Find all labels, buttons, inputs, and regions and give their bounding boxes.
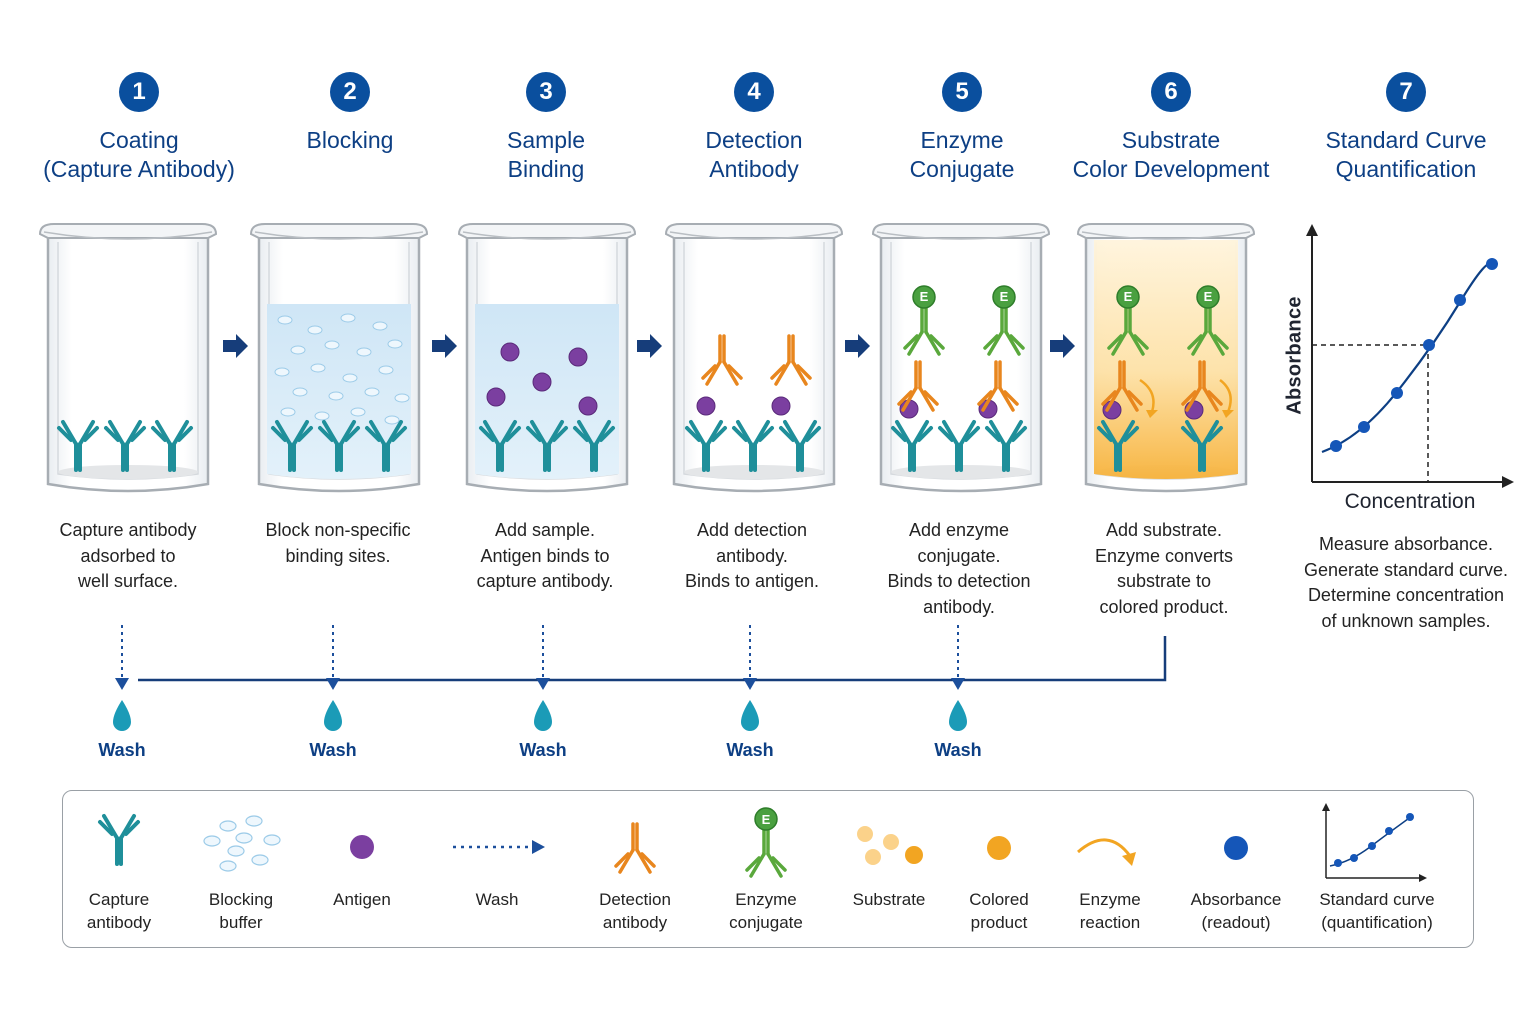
step-number-badge: 5 xyxy=(942,72,982,112)
wash-flow xyxy=(138,636,1167,682)
enzyme-letter: E xyxy=(762,812,771,827)
step-4-description: Add detection antibody. Binds to antigen… xyxy=(684,520,820,592)
step-2-description: Block non-specific binding sites. xyxy=(265,520,411,566)
standard-curve-icon xyxy=(1322,803,1427,882)
curve-point xyxy=(1454,294,1466,306)
wash-label: Wash xyxy=(309,740,357,760)
enzyme-letter: E xyxy=(1124,289,1133,304)
wash-label: Wash xyxy=(519,740,567,760)
antigens xyxy=(486,342,1204,420)
step-number-badge: 6 xyxy=(1151,72,1191,112)
capture-antibodies xyxy=(57,420,1223,472)
enzyme-letters: E E E E xyxy=(920,289,1213,304)
legend-label: Wash xyxy=(475,890,519,909)
substrate-icon xyxy=(857,826,923,865)
curve-point xyxy=(1330,440,1342,452)
step-5-header: 5 Enzyme Conjugate xyxy=(857,72,1067,184)
legend xyxy=(62,790,1474,948)
step-title: Coating (Capture Antibody) xyxy=(43,127,235,182)
step-2-header: 2 Blocking xyxy=(245,72,455,155)
colored-product-icon xyxy=(987,836,1011,860)
legend-label: Colored product xyxy=(969,890,1029,932)
graph-y-label: Absorbance xyxy=(1283,296,1306,415)
legend-label: Capture antibody xyxy=(86,890,152,932)
legend-label: Blocking buffer xyxy=(208,890,274,932)
legend-label: Standard curve (quantification) xyxy=(1319,890,1435,932)
well-6 xyxy=(1076,222,1256,493)
step-7-header: 7 Standard Curve Quantification xyxy=(1301,72,1511,184)
legend-label: Enzyme reaction xyxy=(1079,890,1141,932)
step-title: Blocking xyxy=(306,127,394,153)
wash-label: Wash xyxy=(98,740,146,760)
enzyme-letter: E xyxy=(1204,289,1213,304)
wash-arrow-heads xyxy=(115,678,965,690)
curve-point xyxy=(1358,421,1370,433)
blocking-buffer xyxy=(274,313,410,425)
step-1-header: 1 Coating (Capture Antibody) xyxy=(34,72,244,184)
step-title: Standard Curve Quantification xyxy=(1325,127,1487,182)
water-drop-icon xyxy=(949,700,967,731)
wash-label: Wash xyxy=(726,740,774,760)
step-arrow-icon xyxy=(432,334,457,358)
step-number-badge: 4 xyxy=(734,72,774,112)
step-7-description: Measure absorbance. Generate standard cu… xyxy=(1303,534,1509,631)
enzyme-reaction-arrows xyxy=(1139,378,1234,418)
step-number-badge: 2 xyxy=(330,72,370,112)
wash-dotted-arrows xyxy=(121,625,959,680)
step-6-header: 6 Substrate Color Development xyxy=(1066,72,1276,184)
legend-label: Absorbance (readout) xyxy=(1190,890,1282,932)
legend-label: Substrate xyxy=(852,890,926,909)
step-arrow-icon xyxy=(223,334,248,358)
water-drop-icon xyxy=(113,700,131,731)
curve-point xyxy=(1391,387,1403,399)
enzyme-letter: E xyxy=(1000,289,1009,304)
blocking-buffer-icon xyxy=(203,815,281,872)
legend-icons: E xyxy=(98,803,1427,882)
water-drop-icon xyxy=(534,700,552,731)
legend-label: Antigen xyxy=(333,890,391,909)
step-title: Detection Antibody xyxy=(705,127,803,182)
water-drop-icon xyxy=(324,700,342,731)
step-5-description: Add enzyme conjugate. Binds to detection… xyxy=(887,520,1031,617)
graph-x-label: Concentration xyxy=(1344,490,1476,513)
wash-label: Wash xyxy=(934,740,982,760)
legend-label: Enzyme conjugate xyxy=(729,890,803,932)
water-drop-icon xyxy=(741,700,759,731)
enzyme-letter: E xyxy=(920,289,929,304)
antigen-icon xyxy=(350,835,374,859)
step-title: Enzyme Conjugate xyxy=(909,127,1015,182)
step-arrow-icon xyxy=(637,334,662,358)
step-3-description: Add sample. Antigen binds to capture ant… xyxy=(476,520,614,592)
curve-point xyxy=(1423,339,1435,351)
legend-label: Detection antibody xyxy=(599,890,671,932)
wash-arrow-icon xyxy=(453,840,545,854)
curve-point xyxy=(1486,258,1498,270)
step-arrow-icon xyxy=(845,334,870,358)
enzyme-reaction-icon xyxy=(1077,838,1136,866)
step-number-badge: 1 xyxy=(119,72,159,112)
step-4-header: 4 Detection Antibody xyxy=(649,72,859,184)
step-title: Sample Binding xyxy=(507,127,585,182)
absorbance-icon xyxy=(1224,836,1248,860)
step-6-description: Add substrate. Enzyme converts substrate… xyxy=(1094,520,1234,617)
step-arrows xyxy=(223,334,1075,358)
step-number-badge: 7 xyxy=(1386,72,1426,112)
step-arrow-icon xyxy=(1050,334,1075,358)
wash-drops xyxy=(113,700,967,731)
step-title: Substrate Color Development xyxy=(1072,127,1270,182)
step-3-header: 3 Sample Binding xyxy=(441,72,651,184)
step-number-badge: 3 xyxy=(526,72,566,112)
step-1-description: Capture antibody adsorbed to well surfac… xyxy=(59,520,197,592)
standard-curve-graph xyxy=(1306,224,1514,488)
